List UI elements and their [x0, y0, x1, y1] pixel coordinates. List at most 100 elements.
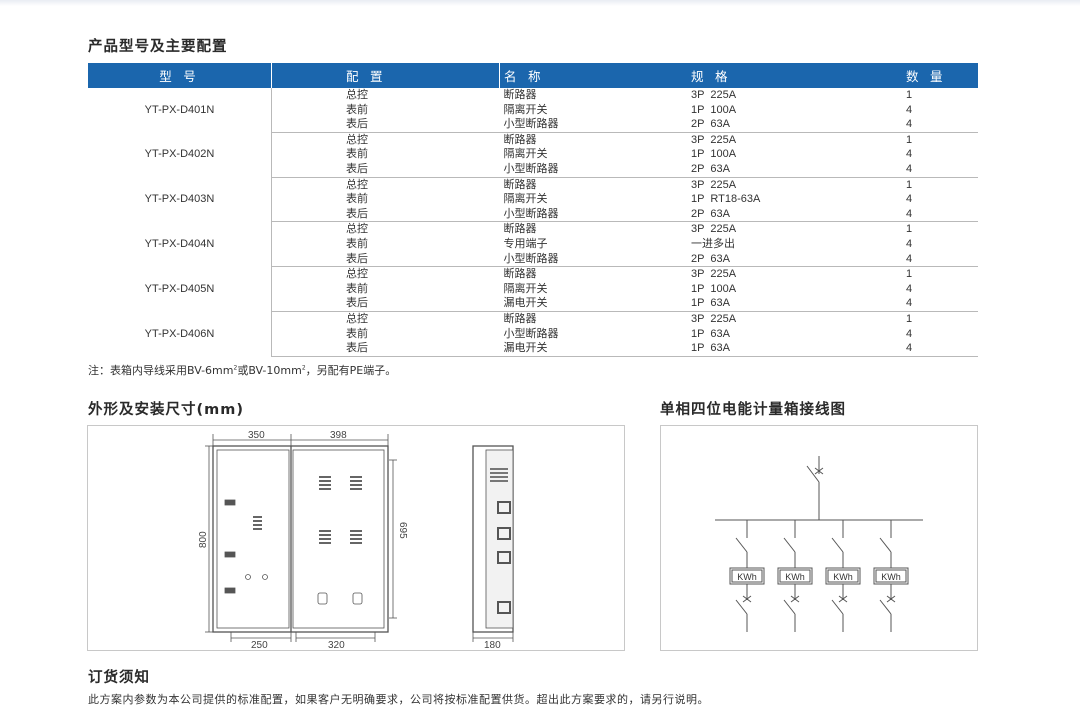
qty-cell: 4 — [886, 161, 978, 178]
spec-cell: 1P RT18-63A — [691, 193, 761, 206]
spec-cell: 2P 63A — [687, 161, 886, 178]
model-cell: YT-PX-D404N — [88, 221, 272, 267]
kwh-meter-box — [825, 567, 861, 585]
config-cell: 表后 — [271, 251, 500, 268]
qty-cell: 1 — [906, 268, 913, 281]
spec-cell: 3P 225A — [691, 133, 737, 146]
model-cell: YT-PX-D406N — [88, 311, 272, 357]
qty-cell: 1 — [906, 133, 913, 146]
kwh-label: KWh — [785, 572, 805, 582]
config-cell: 总控 — [346, 133, 368, 146]
name-cell: 隔离开关 — [503, 148, 548, 161]
model-cell: YT-PX-D402N — [88, 132, 272, 178]
dim-inner-height: 695 — [397, 522, 408, 539]
kwh-meter-box — [873, 567, 909, 585]
dim-width-left: 350 — [248, 430, 265, 441]
note-text-2: 或BV-10mm — [237, 364, 302, 377]
config-cell: 表前 — [346, 282, 368, 295]
table-row: 表前 隔离开关 1P 100A 4 — [88, 147, 978, 162]
table-row: 表前 隔离开关 1P 100A 4 — [88, 282, 978, 297]
meter-branch: KWh — [777, 520, 813, 632]
qty-cell: 4 — [906, 327, 913, 340]
note-text-3: ，另配有PE端子。 — [305, 364, 397, 377]
name-cell: 小型断路器 — [499, 161, 687, 178]
qty-cell: 4 — [906, 237, 913, 250]
spec-cell: 1P 100A — [691, 148, 737, 161]
spec-cell: 3P 225A — [691, 268, 737, 281]
meter-branch: KWh — [825, 520, 861, 632]
spec-cell: 1P 63A — [687, 341, 886, 357]
config-cell: 总控 — [346, 312, 368, 325]
config-cell: 表前 — [346, 103, 368, 116]
dim-depth: 180 — [484, 640, 501, 650]
spec-cell: 1P 63A — [687, 296, 886, 312]
qty-cell: 4 — [886, 206, 978, 223]
name-cell: 断路器 — [503, 312, 537, 325]
dim-width-right: 398 — [330, 430, 347, 441]
dim-height: 800 — [198, 531, 209, 548]
col-header-spec: 规 格 — [687, 63, 886, 88]
dimension-drawing: 350 398 800 695 250 320 180 — [198, 430, 514, 651]
qty-cell: 4 — [906, 282, 913, 295]
name-cell: 断路器 — [503, 268, 537, 281]
section-title-order: 订货须知 — [88, 670, 150, 686]
qty-cell: 4 — [906, 148, 913, 161]
qty-cell: 4 — [886, 117, 978, 133]
name-cell: 小型断路器 — [499, 117, 687, 133]
meter-branch: KWh — [873, 520, 909, 632]
spec-cell: 1P 63A — [691, 327, 730, 340]
config-cell: 表前 — [346, 327, 368, 340]
qty-cell: 4 — [886, 251, 978, 268]
qty-cell: 4 — [906, 103, 913, 116]
qty-cell: 4 — [886, 296, 978, 312]
note-sup-2: 2 — [301, 364, 306, 372]
dimension-drawing-panel: 350 398 800 695 250 320 180 — [87, 425, 625, 651]
name-cell: 断路器 — [503, 133, 537, 146]
model-cell: YT-PX-D401N — [88, 88, 272, 133]
spec-cell: 1P 100A — [691, 103, 737, 116]
kwh-label: KWh — [833, 572, 853, 582]
name-cell: 断路器 — [503, 178, 537, 191]
config-cell: 表前 — [346, 193, 368, 206]
spec-cell: 3P 225A — [691, 178, 737, 191]
qty-cell: 1 — [906, 89, 913, 101]
model-cell: YT-PX-D403N — [88, 177, 272, 222]
spec-cell: 1P 100A — [691, 282, 737, 295]
table-row: 表前 隔离开关 1P RT18-63A 4 — [88, 192, 978, 207]
config-cell: 表后 — [271, 296, 500, 312]
config-cell: 总控 — [346, 268, 368, 281]
section-title-dimensions: 外形及安装尺寸(mm) — [88, 402, 244, 418]
config-cell: 表前 — [346, 237, 368, 250]
top-divider — [0, 0, 1080, 6]
config-cell: 总控 — [346, 178, 368, 191]
col-header-name: 名 称 — [499, 63, 687, 88]
spec-cell: 一进多出 — [691, 237, 735, 250]
name-cell: 隔离开关 — [503, 282, 548, 295]
kwh-meter-box — [729, 567, 765, 585]
section-title-wiring: 单相四位电能计量箱接线图 — [660, 402, 846, 418]
col-header-model: 型 号 — [88, 63, 272, 88]
name-cell: 隔离开关 — [503, 193, 548, 206]
spec-cell: 2P 63A — [687, 251, 886, 268]
qty-cell: 4 — [906, 193, 913, 206]
spec-cell: 3P 225A — [691, 223, 737, 236]
name-cell: 专用端子 — [503, 237, 548, 250]
qty-cell: 1 — [906, 312, 913, 325]
wire-note: 注：表箱内导线采用BV-6mm2或BV-10mm2，另配有PE端子。 — [88, 362, 396, 378]
note-sup-1: 2 — [233, 364, 238, 372]
config-cell: 表前 — [346, 148, 368, 161]
qty-cell: 1 — [906, 223, 913, 236]
config-cell: 总控 — [346, 223, 368, 236]
